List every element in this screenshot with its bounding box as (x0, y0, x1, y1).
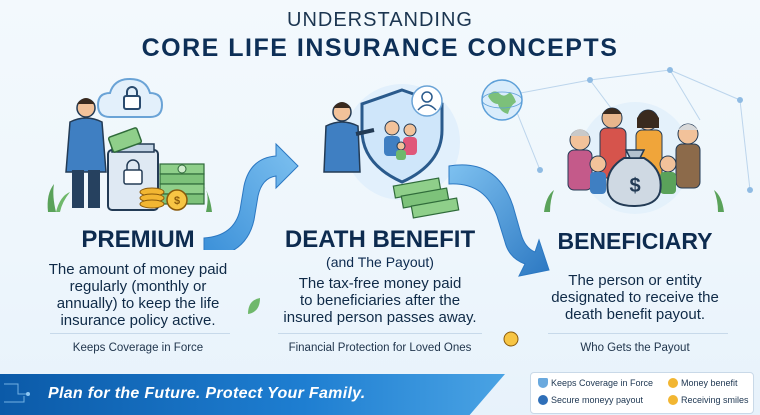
coin-decoration (503, 331, 519, 347)
bottom-banner (0, 374, 505, 415)
leaf-decoration (248, 298, 260, 314)
premium-heading: PREMIUM (81, 226, 195, 253)
death-benefit-subheading: (and The Payout) (326, 254, 434, 270)
legend-box (530, 372, 754, 414)
shield-icon (538, 378, 548, 388)
premium-illustration: $ (47, 77, 212, 212)
beneficiary-description-line: designated to receive the (551, 289, 719, 306)
money-bag-icon: $ (606, 149, 662, 208)
globe-icon (481, 79, 523, 121)
beneficiary-description: The person or entity designated to recei… (524, 272, 746, 323)
arrow-death-benefit-to-beneficiary (448, 164, 550, 277)
title-understanding: UNDERSTANDING (287, 9, 473, 31)
beneficiary-description-line: The person or entity (568, 272, 702, 289)
cloud-lock-icon (96, 77, 164, 118)
svg-text:$: $ (174, 195, 180, 207)
circuit-decoration (4, 383, 30, 403)
user-profile-icon (411, 85, 443, 117)
premium-description-line: The amount of money paid (48, 261, 228, 278)
network-lines-decoration (509, 67, 753, 193)
premium-description-line: regularly (monthly or (69, 278, 207, 295)
legend-label: Keeps Coverage in Force (551, 378, 654, 388)
svg-text:$: $ (629, 175, 640, 197)
premium-description-line: annually) to keep the life (56, 295, 220, 312)
premium-description: The amount of money paid regularly (mont… (28, 261, 248, 329)
death-benefit-description-line: to beneficiaries after the (299, 292, 461, 309)
person-figure (65, 98, 107, 208)
smile-icon (668, 395, 678, 405)
legend-label: Receiving smiles (681, 395, 749, 405)
death-benefit-description-line: insured person passes away. (283, 309, 477, 326)
death-benefit-divider (278, 333, 482, 334)
coin-icon (668, 378, 678, 388)
death-benefit-tagline: Financial Protection for Loved Ones (288, 342, 472, 354)
dollar-badge-icon (538, 395, 548, 405)
beneficiary-illustration: $ (544, 102, 724, 214)
legend-item-money-benefit: Money benefit (668, 378, 738, 388)
beneficiary-heading: BENEFICIARY (557, 228, 713, 254)
beneficiary-divider (548, 333, 728, 334)
banner-tagline: Plan for the Future. Protect Your Family… (48, 385, 366, 402)
death-benefit-description-line: The tax-free money paid (298, 275, 462, 292)
legend-label: Money benefit (681, 378, 738, 388)
insured-person-figure (323, 102, 375, 173)
legend-label: Secure moneyy payout (551, 395, 644, 405)
death-benefit-heading: DEATH BENEFIT (284, 226, 476, 253)
money-stack-icon (392, 177, 460, 219)
legend-item-coverage: Keeps Coverage in Force (538, 378, 653, 388)
legend-item-receiving-smiles: Receiving smiles (668, 395, 749, 405)
premium-description-line: insurance policy active. (60, 312, 216, 329)
coin-stack-icon: $ (139, 187, 188, 211)
beneficiary-tagline: Who Gets the Payout (580, 342, 690, 354)
premium-tagline: Keeps Coverage in Force (72, 342, 204, 354)
premium-divider (50, 333, 230, 334)
arrow-premium-to-death-benefit (203, 142, 299, 250)
family-group-icon (567, 107, 701, 194)
death-benefit-description: The tax-free money paid to beneficiaries… (262, 275, 498, 326)
title-main: CORE LIFE INSURANCE CONCEPTS (141, 34, 619, 62)
legend-item-secure-payout: Secure moneyy payout (538, 395, 643, 405)
beneficiary-description-line: death benefit payout. (564, 306, 706, 323)
